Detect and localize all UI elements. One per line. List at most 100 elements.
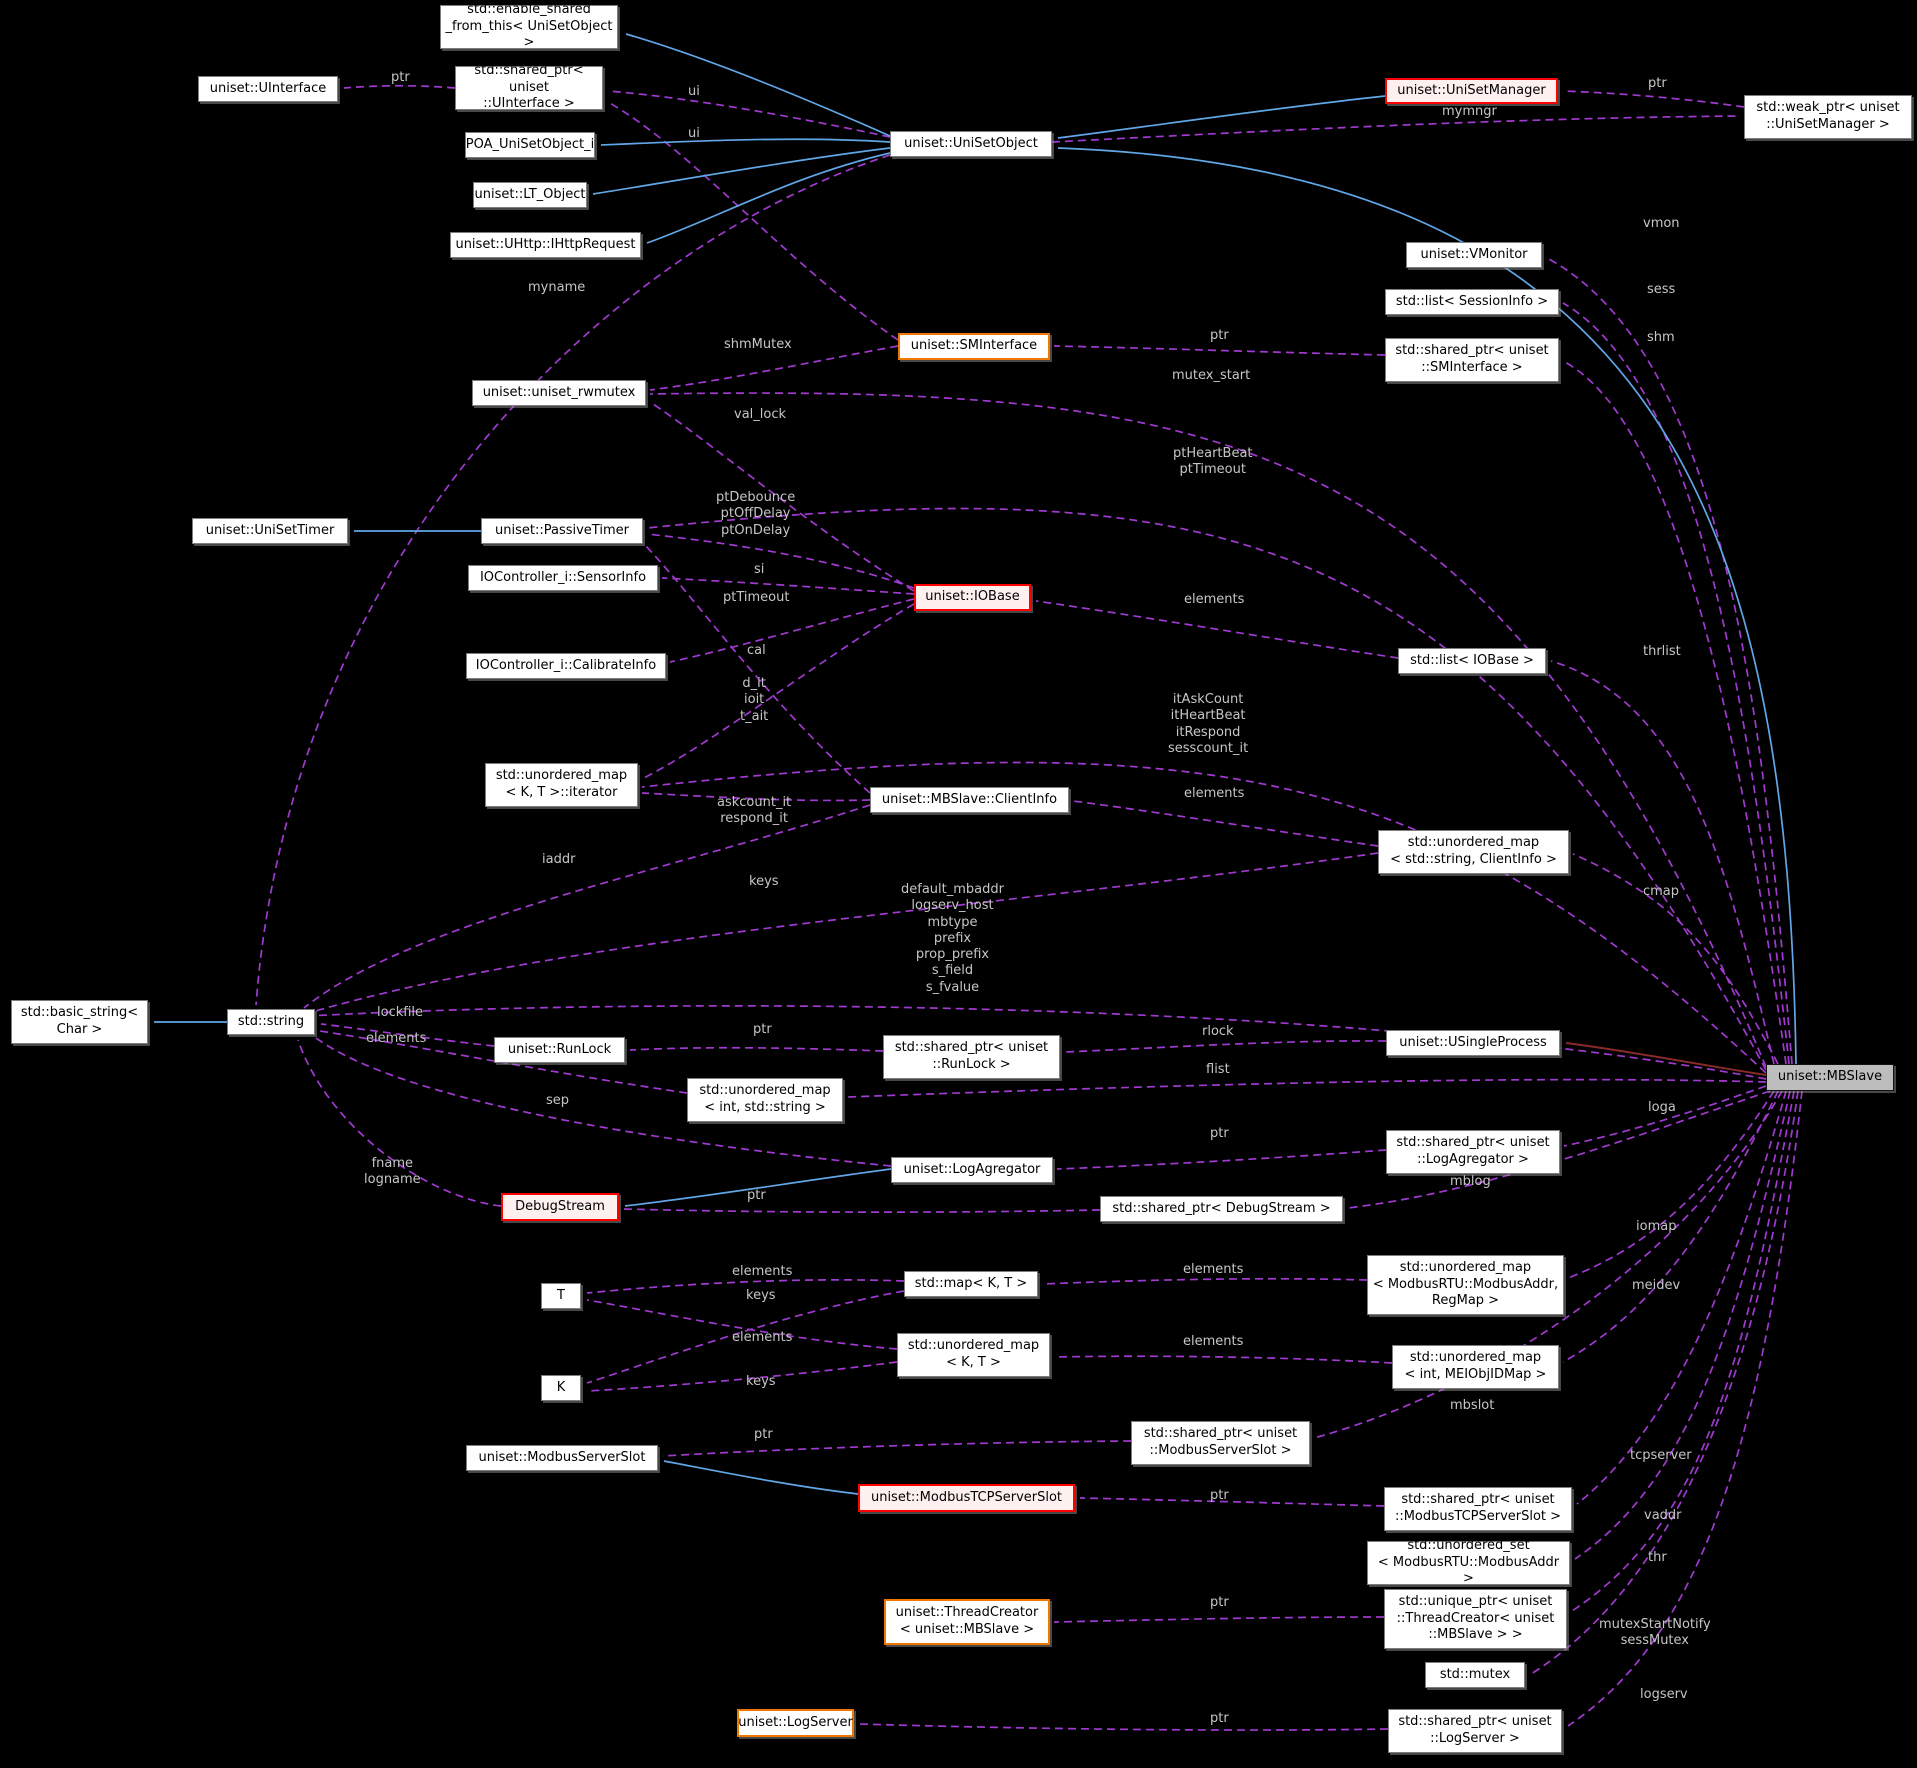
edge-umapregmap-elements: [1042, 1277, 1368, 1285]
node-shared-ptr-modbusserverslot[interactable]: std::shared_ptr< uniset ::ModbusServerSl…: [1131, 1421, 1310, 1465]
edge-label-mbslave-mbslot: mbslot: [1450, 1398, 1495, 1413]
edge-sminterface-ui: [607, 101, 899, 341]
node-unisetmanager[interactable]: uniset::UniSetManager: [1385, 78, 1558, 104]
node-shared-ptr-logagregator[interactable]: std::shared_ptr< uniset ::LogAgregator >: [1386, 1130, 1560, 1174]
node-modbusserverslot[interactable]: uniset::ModbusServerSlot: [466, 1445, 658, 1471]
edge-label-mbslave-shm: shm: [1647, 330, 1675, 345]
node-list-iobase[interactable]: std::list< IOBase >: [1398, 648, 1546, 674]
node-k-param[interactable]: K: [541, 1375, 581, 1401]
edge-label-umapci-elements: elements: [1184, 786, 1245, 801]
node-unisetobject[interactable]: uniset::UniSetObject: [890, 131, 1052, 157]
node-vmonitor[interactable]: uniset::VMonitor: [1406, 242, 1542, 268]
node-logserver[interactable]: uniset::LogServer: [737, 1709, 854, 1737]
edge-label-umapci-keys: keys: [749, 874, 779, 889]
edge-label-mbslave-mutexes: mutexStartNotify sessMutex: [1599, 1617, 1711, 1649]
node-unordered-map-int-string[interactable]: std::unordered_map < int, std::string >: [687, 1078, 843, 1122]
node-enable-shared-from-this[interactable]: std::enable_shared _from_this< UniSetObj…: [440, 2, 618, 50]
edge-label-umapkt-keys: keys: [746, 1374, 776, 1389]
edge-mbslave-cmap: [1572, 853, 1779, 1065]
edge-mbslave-meidev: [1562, 1090, 1779, 1363]
node-usingleprocess[interactable]: uniset::USingleProcess: [1386, 1030, 1560, 1056]
edge-label-sminterface-shmmutex: shmMutex: [724, 337, 792, 352]
edge-unisetobject-poa: [600, 138, 891, 146]
edge-label-sharedsm-ptr: ptr: [1210, 328, 1229, 343]
node-unordered-map-int-meiobjidmap[interactable]: std::unordered_map < int, MEIObjIDMap >: [1392, 1345, 1559, 1389]
node-std-string[interactable]: std::string: [227, 1009, 315, 1035]
node-shared-ptr-runlock[interactable]: std::shared_ptr< uniset ::RunLock >: [883, 1035, 1060, 1079]
node-unordered-map-iterator[interactable]: std::unordered_map < K, T >::iterator: [485, 763, 638, 807]
edge-label-debugstream-fname: fname logname: [364, 1156, 421, 1188]
node-passivetimer[interactable]: uniset::PassiveTimer: [481, 518, 643, 544]
edge-label-mbslave-mutex-start: mutex_start: [1172, 368, 1251, 383]
node-map-k-t[interactable]: std::map< K, T >: [904, 1271, 1038, 1297]
edge-label-clientinfo-pttimeout: ptTimeout: [723, 590, 790, 605]
node-t-param[interactable]: T: [541, 1283, 581, 1309]
node-unisettimer[interactable]: uniset::UniSetTimer: [192, 518, 348, 544]
node-basic-string[interactable]: std::basic_string< Char >: [11, 1000, 148, 1044]
node-runlock[interactable]: uniset::RunLock: [494, 1037, 625, 1063]
node-unordered-set-modbusaddr[interactable]: std::unordered_set < ModbusRTU::ModbusAd…: [1367, 1538, 1570, 1586]
node-sminterface[interactable]: uniset::SMInterface: [898, 333, 1050, 360]
node-shared-ptr-sminterface[interactable]: std::shared_ptr< uniset ::SMInterface >: [1385, 338, 1559, 382]
node-poa-unisetobject-i[interactable]: POA_UniSetObject_i: [465, 132, 595, 158]
edge-label-sharedmtss-ptr: ptr: [1210, 1488, 1229, 1503]
edge-clientinfo-askcount: [641, 792, 871, 802]
edge-debugstream-fname: [297, 1039, 502, 1207]
edge-label-mbslave-cmap: cmap: [1643, 884, 1680, 899]
edge-mbslave-flist: [847, 1078, 1767, 1098]
node-calibrateinfo[interactable]: IOController_i::CalibrateInfo: [466, 653, 666, 679]
edge-label-umapregmap-elements: elements: [1183, 1262, 1244, 1277]
node-iobase[interactable]: uniset::IOBase: [914, 584, 1031, 611]
edge-mbslave-loga: [1563, 1085, 1767, 1147]
node-shared-ptr-modbustcpserverslot[interactable]: std::shared_ptr< uniset ::ModbusTCPServe…: [1384, 1487, 1572, 1531]
edge-uniquetc-ptr: [1053, 1616, 1385, 1623]
edge-label-clientinfo-askcount: askcount_it respond_it: [717, 795, 792, 827]
edge-unisetobject-ui: [608, 90, 891, 138]
edge-usingleprocess-rlock: [1064, 1040, 1387, 1053]
node-shared-ptr-logserver[interactable]: std::shared_ptr< uniset ::LogServer >: [1388, 1709, 1562, 1753]
node-mbslave-clientinfo[interactable]: uniset::MBSlave::ClientInfo: [870, 787, 1069, 813]
node-mbslave[interactable]: uniset::MBSlave: [1766, 1064, 1894, 1091]
node-std-mutex[interactable]: std::mutex: [1425, 1662, 1525, 1688]
node-uhttp-ihttprequest[interactable]: uniset::UHttp::IHttpRequest: [450, 232, 641, 258]
node-modbustcpserverslot[interactable]: uniset::ModbusTCPServerSlot: [858, 1484, 1075, 1512]
edge-label-iobase-iterators: d_it ioit t_ait: [740, 676, 769, 724]
edge-label-iobase-si: si: [754, 562, 765, 577]
edge-mbslave-unisetobject: [1057, 147, 1797, 1065]
node-debugstream[interactable]: DebugStream: [501, 1193, 619, 1221]
edge-label-sharedmss-ptr: ptr: [754, 1427, 773, 1442]
edge-label-sharedptr-uinterface-ptr: ptr: [391, 70, 410, 85]
edge-clientinfo-iaddr: [303, 804, 871, 1009]
edge-mbslave-shm: [1562, 360, 1787, 1065]
edge-label-weakptr-unisetmanager-ptr: ptr: [1648, 76, 1667, 91]
node-unordered-map-string-clientinfo[interactable]: std::unordered_map < std::string, Client…: [1378, 830, 1569, 874]
node-unordered-map-k-t[interactable]: std::unordered_map < K, T >: [897, 1333, 1050, 1377]
edge-label-mbslave-flist: flist: [1206, 1062, 1230, 1077]
node-uniset-rwmutex[interactable]: uniset::uniset_rwmutex: [472, 380, 646, 406]
node-threadcreator-mbslave[interactable]: uniset::ThreadCreator < uniset::MBSlave …: [884, 1599, 1050, 1645]
node-weak-ptr-unisetmanager[interactable]: std::weak_ptr< uniset ::UniSetManager >: [1744, 95, 1912, 139]
node-list-sessioninfo[interactable]: std::list< SessionInfo >: [1385, 289, 1559, 315]
edge-mbslave-iomap: [1567, 1090, 1775, 1279]
edge-unisetobject-ltobject: [592, 147, 891, 195]
edge-mbslave-tcpserver: [1576, 1090, 1787, 1505]
node-shared-ptr-debugstream[interactable]: std::shared_ptr< DebugStream >: [1100, 1196, 1343, 1222]
edge-mtss-mss: [663, 1460, 859, 1495]
edge-mbslave-ptheartbeat: [646, 507, 1767, 1071]
node-uinterface[interactable]: uniset::UInterface: [198, 76, 338, 102]
edge-label-mbslave-string-fields: default_mbaddr logserv_host mbtype prefi…: [901, 882, 1004, 995]
node-lt-object[interactable]: uniset::LT_Object: [473, 182, 587, 208]
edge-sharedloga-ptr: [1056, 1149, 1387, 1170]
edge-unisetobject-myname: [255, 154, 891, 1006]
edge-iobase-ptdebounce: [646, 533, 915, 589]
node-unique-ptr-threadcreator[interactable]: std::unique_ptr< uniset ::ThreadCreator<…: [1384, 1589, 1567, 1649]
node-sensorinfo[interactable]: IOController_i::SensorInfo: [468, 565, 658, 591]
edge-label-mbslave-vaddr: vaddr: [1644, 1508, 1682, 1523]
node-unordered-map-modbusaddr-regmap[interactable]: std::unordered_map < ModbusRTU::ModbusAd…: [1367, 1255, 1564, 1315]
edge-runlock-lockfile: [320, 1023, 495, 1047]
node-shared-ptr-uinterface[interactable]: std::shared_ptr< uniset ::UInterface >: [455, 63, 603, 111]
edge-listiobase-elements: [1035, 600, 1399, 659]
node-logagregator[interactable]: uniset::LogAgregator: [891, 1157, 1053, 1183]
edge-label-listiobase-elements: elements: [1184, 592, 1245, 607]
edge-iobase-val-lock: [649, 401, 915, 592]
